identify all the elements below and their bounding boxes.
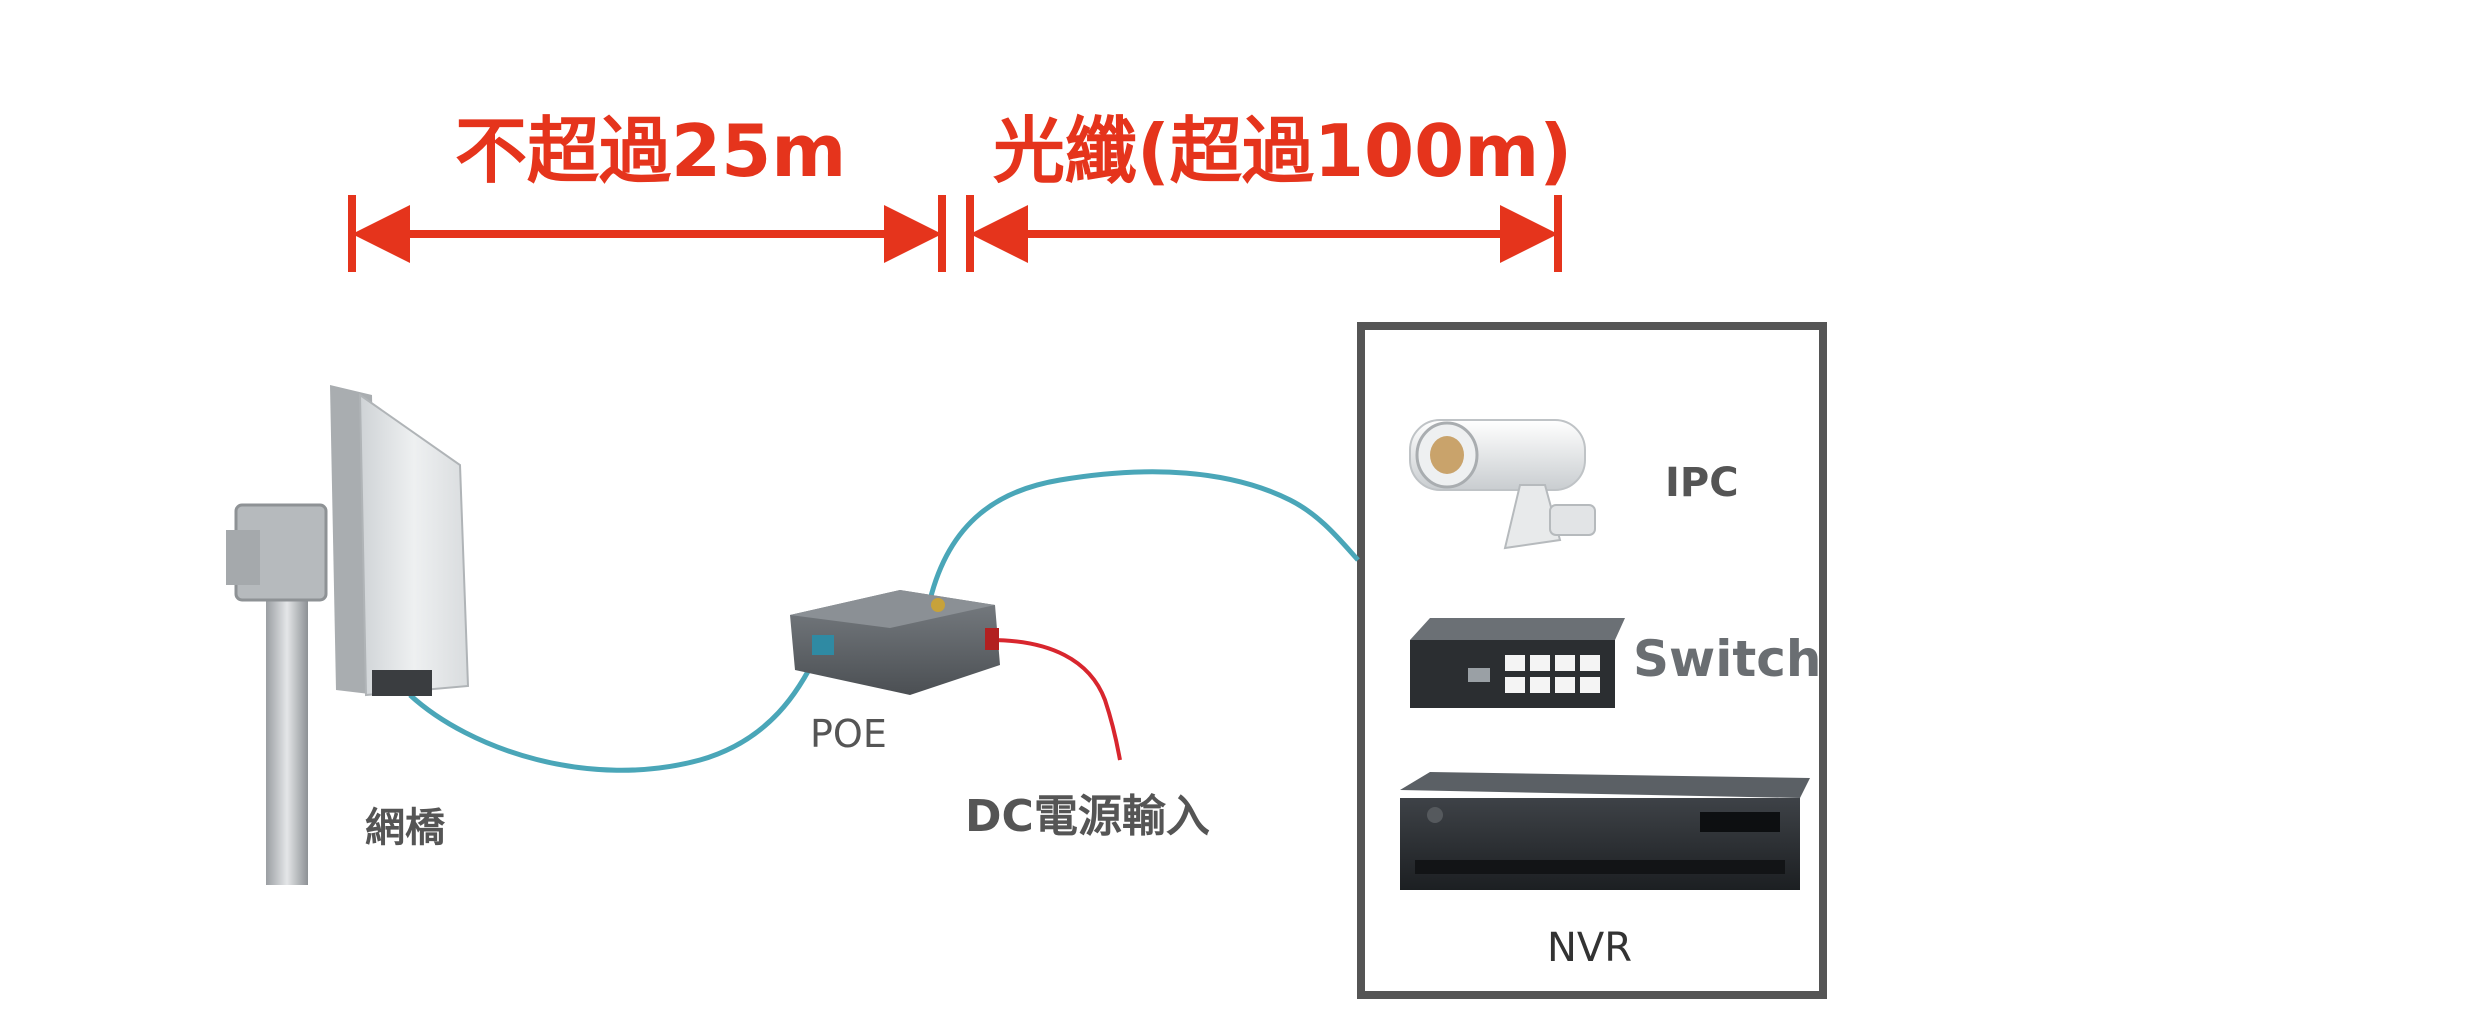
nvr-recorder (1400, 772, 1810, 890)
poe-label: POE (810, 712, 887, 756)
bridge-to-poe-cable (408, 650, 821, 773)
dc-power-cable (989, 638, 1122, 761)
dc-input-label: DC電源輸入 (965, 791, 1210, 842)
switch-label: Switch (1633, 630, 1822, 688)
fiber-span-arrow (966, 195, 1562, 272)
short-span-label: 不超過25m (455, 109, 847, 193)
poe-injector (790, 590, 1000, 695)
nvr-label: NVR (1547, 925, 1633, 971)
ipc-camera (1409, 419, 1596, 550)
wireless-bridge-antenna (226, 385, 470, 885)
fiber-span-label: 光纖(超過100m) (993, 109, 1573, 193)
poe-to-recorder-cable (927, 469, 1360, 601)
ipc-label: IPC (1665, 460, 1739, 506)
bridge-label: 網橋 (365, 805, 445, 851)
short-span-arrow (348, 195, 946, 272)
network-switch (1410, 618, 1625, 708)
